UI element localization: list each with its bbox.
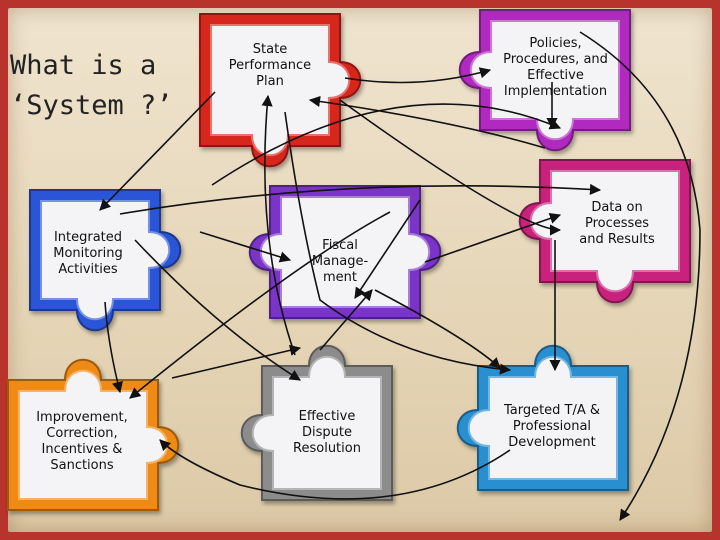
page-title: What is a ‘System ?’	[10, 46, 200, 126]
arrow-policies-plan	[308, 95, 546, 149]
arrow-monitoring-to-improvement	[104, 301, 123, 394]
puzzle-piece-policies-procedures	[458, 9, 631, 152]
piece-face	[251, 355, 382, 490]
piece-label-line: Targeted T/A &	[503, 403, 601, 418]
puzzle-piece-effective-dispute	[240, 344, 393, 501]
puzzle-pieces	[7, 9, 691, 511]
piece-face	[529, 170, 680, 293]
piece-label-line: Fiscal	[322, 238, 358, 253]
piece-label-line: Development	[508, 435, 596, 450]
piece-face	[40, 200, 171, 321]
arrow-fiscal-to-data	[424, 213, 562, 263]
piece-label-line: Implementation	[503, 84, 608, 99]
piece-label-line: Incentives &	[41, 442, 123, 457]
arrow-dispute-to-fiscal	[319, 289, 373, 351]
title-line-2: ‘System ?’	[10, 90, 173, 121]
puzzle-piece-targeted-ta	[456, 344, 629, 491]
piece-label-line: Resolution	[293, 441, 361, 456]
arrow-plan-to-policies	[344, 67, 492, 84]
piece-label-line: Activities	[58, 262, 118, 277]
piece-face	[467, 355, 618, 480]
arrow-long-loop	[339, 99, 562, 236]
piece-label-line: Dispute	[302, 425, 352, 440]
piece-label-line: Correction,	[46, 426, 118, 441]
piece-label-improvement-correction: Improvement,Correction,Incentives &Sanct…	[12, 410, 152, 474]
connector-arrows	[99, 31, 701, 521]
arrow-plan-to-dispute	[261, 94, 296, 356]
piece-label-line: Improvement,	[36, 410, 128, 425]
arrow-improvement-to-policies	[211, 103, 562, 186]
piece-label-line: Professional	[512, 419, 592, 434]
arrow-improvement-to-fiscal	[171, 344, 302, 379]
arrow-data-to-policies	[579, 31, 701, 521]
piece-label-line: Integrated	[53, 230, 123, 245]
puzzle-piece-state-performance-plan	[199, 13, 362, 168]
arrow-monitoring-to-data	[119, 183, 602, 215]
piece-label-line: State	[252, 42, 288, 57]
title-line-1: What is a	[10, 50, 157, 81]
arrow-monitoring-to-fiscal	[199, 231, 292, 263]
arrow-fiscal-to-targeted	[374, 289, 501, 369]
piece-label-line: Plan	[256, 74, 284, 89]
piece-face	[210, 24, 351, 157]
piece-label-line: Effective	[527, 68, 584, 83]
arrow-monitoring-to-dispute	[134, 239, 301, 381]
puzzle-piece-integrated-monitoring	[29, 189, 182, 332]
arrow-plan-to-monitoring	[99, 91, 216, 211]
arrow-targeted-to-improvement	[159, 439, 511, 500]
piece-label-line: and Results	[579, 232, 655, 247]
arrow-policies-targeted	[284, 111, 512, 375]
piece-label-line: Processes	[584, 216, 650, 231]
piece-label-line: Sanctions	[50, 458, 114, 473]
piece-label-line: ment	[323, 270, 357, 285]
puzzle-piece-data-processes	[518, 159, 691, 304]
piece-label-line: Manage-	[311, 254, 369, 269]
piece-label-line: Procedures, and	[503, 52, 608, 67]
piece-label-line: Effective	[298, 409, 356, 424]
piece-label-line: Policies,	[529, 36, 582, 51]
arrow-policies-to-fiscal	[354, 199, 421, 299]
piece-label-line: Monitoring	[53, 246, 123, 261]
piece-face	[18, 369, 169, 500]
arrow-fiscal-to-improvement	[129, 211, 391, 399]
piece-label-line: Performance	[228, 58, 312, 73]
piece-label-line: Data on	[591, 200, 643, 215]
